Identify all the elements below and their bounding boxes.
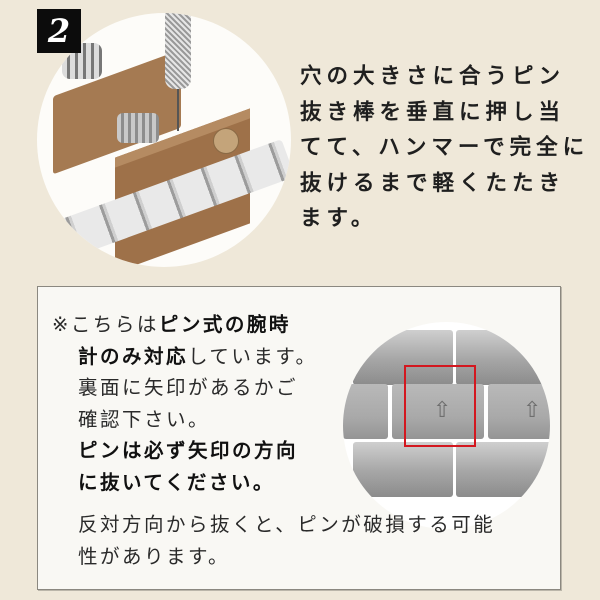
note-text-regular: しています。 — [188, 344, 318, 368]
note-line: 裏面に矢印があるかご — [78, 376, 299, 399]
tool-screw — [117, 113, 159, 143]
bracelet-link — [343, 384, 388, 439]
warning-line: 反対方向から抜くと、ピンが破損する可能 — [78, 513, 496, 536]
note-line-emphasis: に抜いてください。 — [78, 470, 275, 494]
instruction-line: 抜けるまで軽くたたき — [300, 170, 566, 196]
caution-note-text: ※こちらはピン式の腕時 計のみ対応しています。 裏面に矢印があるかご 確認下さい… — [52, 309, 352, 498]
pin-tool-photo — [37, 13, 291, 267]
instruction-line: 抜き棒を垂直に押し当 — [300, 99, 566, 125]
bracelet-link — [456, 442, 550, 497]
note-line: ※こちらはピン式の腕時 — [52, 309, 352, 341]
link-row-middle: ⇧ ⇧ — [343, 384, 550, 439]
bracelet-link — [488, 384, 550, 439]
pin-punch-needle — [177, 89, 179, 131]
note-text-bold: 計のみ対応 — [78, 344, 189, 368]
note-text-bold: ピン式の腕時 — [158, 313, 291, 336]
bracelet-link — [456, 330, 550, 385]
instruction-line: てて、ハンマーで完全に — [300, 135, 590, 160]
warning-line: 性があります。 — [78, 544, 231, 568]
link-row-top — [343, 330, 550, 385]
bracelet-link — [353, 442, 453, 497]
instruction-line: 穴の大きさに合うピン — [300, 64, 566, 89]
highlight-frame — [404, 365, 476, 447]
bracelet-link — [392, 384, 484, 439]
instruction-line: ます。 — [300, 206, 378, 231]
note-line: 確認下さい。 — [78, 407, 211, 431]
direction-arrow-icon: ⇧ — [523, 398, 542, 423]
step-instruction: 穴の大きさに合うピン 抜き棒を垂直に押し当 てて、ハンマーで完全に 抜けるまで軽… — [300, 59, 590, 237]
bracelet-arrow-detail-photo: ⇧ ⇧ — [343, 322, 550, 529]
note-line: 計のみ対応しています。 — [52, 341, 352, 373]
caution-warning-text: 反対方向から抜くと、ピンが破損する可能 性があります。 — [78, 509, 558, 572]
note-line-emphasis: ピンは必ず矢印の方向 — [78, 439, 299, 462]
step-number-badge: 2 — [37, 9, 81, 53]
bracelet-link — [353, 330, 453, 385]
note-text-regular: ※こちらは — [52, 313, 159, 336]
caution-note-box: ※こちらはピン式の腕時 計のみ対応しています。 裏面に矢印があるかご 確認下さい… — [37, 286, 561, 590]
tool-logo-emblem — [213, 128, 239, 154]
pin-punch-handle — [165, 13, 191, 89]
link-row-bottom — [343, 442, 550, 497]
